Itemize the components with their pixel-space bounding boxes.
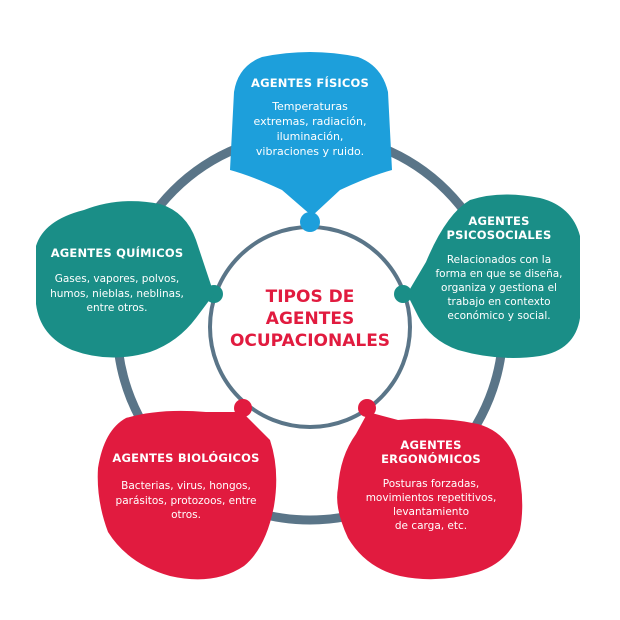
center-title-line: AGENTES: [265, 309, 355, 330]
node-title-quimicos: AGENTES QUÍMICOS: [38, 246, 196, 260]
node-desc-line: movimientos repetitivos,: [365, 491, 497, 504]
node-desc-line: económico y social.: [447, 310, 551, 323]
node-title-line: PSICOSOCIALES: [446, 228, 552, 243]
node-title-line: AGENTES: [468, 214, 530, 228]
connector-dot-psicosociales: [394, 285, 412, 303]
node-title-ergonomicos: AGENTES ERGONÓMICOS: [346, 438, 516, 467]
node-desc-psicosociales: Relacionados con la forma en que se dise…: [420, 253, 578, 324]
node-fisicos: AGENTES FÍSICOS Temperaturas extremas, r…: [234, 76, 386, 160]
center-title-line: OCUPACIONALES: [229, 331, 391, 352]
node-title-line: AGENTES QUÍMICOS: [50, 246, 184, 260]
node-title-line: ERGONÓMICOS: [381, 452, 481, 467]
node-title-psicosociales: AGENTES PSICOSOCIALES: [420, 214, 578, 243]
node-desc-line: Posturas forzadas,: [382, 477, 480, 490]
node-title-line: AGENTES BIOLÓGICOS: [112, 451, 260, 465]
node-desc-line: Bacterias, virus, hongos,: [121, 480, 251, 493]
center-title-line: TIPOS DE: [265, 287, 355, 307]
node-desc-line: forma en que se diseña,: [435, 267, 563, 280]
node-title-line: AGENTES FÍSICOS: [251, 76, 369, 90]
node-desc-line: trabajo en contexto: [447, 296, 551, 309]
node-quimicos: AGENTES QUÍMICOS Gases, vapores, polvos,…: [38, 246, 196, 315]
node-psicosociales: AGENTES PSICOSOCIALES Relacionados con l…: [420, 214, 578, 324]
node-desc-line: vibraciones y ruido.: [255, 144, 365, 158]
node-title-fisicos: AGENTES FÍSICOS: [234, 76, 386, 90]
node-desc-line: parásitos, protozoos, entre: [115, 494, 257, 507]
node-desc-line: Temperaturas: [272, 100, 348, 114]
node-ergonomicos: AGENTES ERGONÓMICOS Posturas forzadas, m…: [346, 438, 516, 533]
node-title-biologicos: AGENTES BIOLÓGICOS: [104, 451, 268, 465]
connector-dot-ergonomicos: [358, 399, 376, 417]
node-desc-fisicos: Temperaturas extremas, radiación, ilumin…: [234, 100, 386, 159]
node-desc-quimicos: Gases, vapores, polvos, humos, nieblas, …: [38, 272, 196, 315]
node-desc-line: entre otros.: [86, 301, 148, 314]
center-title: TIPOS DE AGENTES OCUPACIONALES: [225, 286, 395, 352]
node-shape-quimicos: [36, 201, 214, 358]
node-biologicos: AGENTES BIOLÓGICOS Bacterias, virus, hon…: [104, 451, 268, 522]
node-desc-line: humos, nieblas, neblinas,: [50, 287, 184, 300]
connector-dot-fisicos: [300, 212, 320, 232]
node-shape-biologicos: [97, 410, 277, 580]
node-shape-psicosociales: [407, 194, 580, 358]
node-desc-ergonomicos: Posturas forzadas, movimientos repetitiv…: [346, 477, 516, 534]
node-desc-line: otros.: [171, 508, 201, 521]
node-desc-line: Relacionados con la: [446, 253, 552, 266]
node-shape-ergonomicos: [337, 412, 523, 580]
node-desc-line: levantamiento: [392, 506, 470, 519]
node-desc-line: extremas, radiación,: [253, 115, 367, 129]
node-title-line: AGENTES: [400, 438, 462, 452]
node-shape-fisicos: [230, 52, 392, 216]
node-desc-biologicos: Bacterias, virus, hongos, parásitos, pro…: [104, 479, 268, 522]
node-desc-line: de carga, etc.: [394, 520, 468, 533]
node-desc-line: iluminación,: [276, 130, 344, 144]
node-desc-line: Gases, vapores, polvos,: [54, 273, 180, 286]
node-desc-line: organiza y gestiona el: [441, 282, 557, 295]
